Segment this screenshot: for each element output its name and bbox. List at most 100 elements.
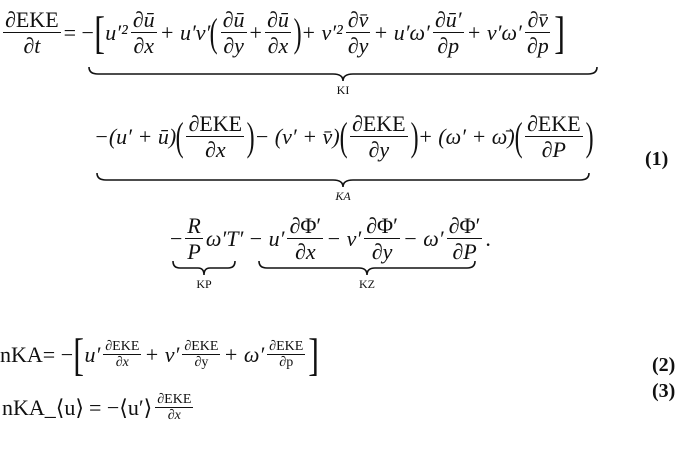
fraction: ∂v̄∂y [345, 7, 371, 59]
numerator: ∂EKE [155, 392, 194, 409]
denominator: ∂y [223, 33, 244, 59]
equation-number-3: (3) [652, 380, 676, 402]
denominator: P [187, 239, 201, 265]
underbrace-ka [96, 172, 590, 188]
equation-3: nKA_⟨u⟩ = −⟨u′⟩ ∂EKE∂x [2, 392, 196, 424]
denominator: ∂y [194, 355, 209, 371]
numerator: ∂EKE [525, 111, 583, 138]
label-kp: KP [196, 277, 212, 291]
fraction: ∂v̄∂p [525, 7, 551, 59]
numerator: R [185, 213, 203, 240]
term: u′² [105, 20, 128, 46]
term: − (v′ + v̄) [254, 124, 340, 150]
denominator: ∂x [204, 137, 226, 163]
left-paren: ( [514, 114, 523, 160]
underbrace-ki [88, 66, 598, 82]
numerator: ∂EKE [3, 7, 61, 34]
denominator: ∂P [452, 239, 477, 265]
equation-number-1: (1) [645, 148, 669, 170]
fraction: ∂Φ′∂y [364, 213, 400, 265]
underbrace-kp [172, 260, 236, 276]
fraction: ∂ū∂x [130, 7, 157, 59]
denominator: ∂x [167, 408, 181, 424]
left-paren: ( [175, 114, 184, 160]
lhs: nKA_⟨u⟩ [2, 395, 84, 421]
equals-minus: = − [63, 20, 94, 46]
denominator: ∂t [23, 33, 41, 59]
equals-minus: = − [42, 342, 74, 367]
right-paren: ) [410, 114, 419, 160]
term: + v′² [301, 20, 343, 46]
equation-number-2: (2) [652, 354, 676, 376]
lhs: nKA [0, 342, 43, 367]
label-ka: KA [335, 189, 351, 203]
term: − v′ [326, 226, 362, 252]
denominator: ∂y [368, 137, 390, 163]
numerator: ∂EKE [349, 111, 408, 138]
numerator: ∂ū [130, 7, 157, 34]
left-bracket: [ [94, 7, 105, 59]
fraction: ∂ū∂y [220, 7, 247, 59]
denominator: ∂x [267, 33, 289, 59]
denominator: ∂x [295, 239, 316, 265]
denominator: ∂p [526, 33, 549, 59]
denominator: ∂p [279, 355, 294, 371]
denominator: ∂x [133, 33, 154, 59]
right-paren: ) [246, 114, 255, 160]
term: −(u′ + ū) [94, 124, 177, 150]
numerator: ∂Φ′ [446, 213, 483, 240]
term: + v′ [144, 342, 180, 367]
numerator: ∂ū′ [432, 7, 464, 34]
term: + ω′ [223, 342, 265, 367]
fraction: ∂EKE∂x [186, 111, 245, 163]
term: − u′ [248, 226, 285, 252]
term: u′ [84, 342, 101, 367]
term: + u′ω′ [373, 20, 430, 46]
fraction: ∂EKE∂y [349, 111, 408, 163]
fraction: ∂Φ′∂P [446, 213, 483, 265]
fraction: ∂EKE∂P [525, 111, 583, 163]
term: + v′ω′ [466, 20, 522, 46]
fraction: ∂ū′∂p [432, 7, 464, 59]
right-paren: ) [293, 10, 302, 56]
term: ω′T′ [205, 226, 244, 252]
label-ki: KI [336, 83, 350, 97]
equation-1-line-1: ∂EKE∂t = − [ u′² ∂ū∂x + u′v′ ( ∂ū∂y + ∂ū… [0, 7, 565, 59]
numerator: ∂EKE [267, 338, 306, 356]
fraction: ∂EKE∂x [103, 338, 142, 371]
denominator: ∂P [541, 137, 566, 163]
numerator: ∂EKE [103, 338, 142, 356]
equation-1-line-2: −(u′ + ū) ( ∂EKE∂x ) − (v′ + v̄) ( ∂EKE∂… [94, 111, 594, 163]
minus: − [170, 226, 183, 252]
equation-2: nKA = − [ u′ ∂EKE∂x + v′ ∂EKE∂y + ω′ ∂EK… [0, 332, 320, 378]
fraction-lhs: ∂EKE∂t [3, 7, 61, 59]
numerator: ∂v̄ [345, 7, 371, 34]
fraction: ∂ū∂x [264, 7, 291, 59]
fraction: ∂EKE∂p [267, 338, 306, 371]
numerator: ∂v̄ [525, 7, 551, 34]
fraction: ∂EKE∂x [155, 392, 194, 424]
term: + u′v′ [159, 20, 211, 46]
right-paren: ) [585, 114, 594, 160]
denominator: ∂y [347, 33, 369, 59]
numerator: ∂ū [220, 7, 247, 34]
numerator: ∂Φ′ [364, 213, 400, 240]
numerator: ∂EKE [186, 111, 245, 138]
left-paren: ( [210, 10, 219, 56]
denominator: ∂p [437, 33, 460, 59]
period: . [485, 226, 491, 252]
denominator: ∂y [371, 239, 393, 265]
denominator: ∂x [115, 355, 129, 371]
right-bracket: ] [554, 7, 565, 59]
left-paren: ( [339, 114, 348, 160]
label-kz: KZ [359, 277, 375, 291]
underbrace-kz [258, 260, 476, 276]
term: − ω′ [402, 226, 444, 252]
left-bracket: [ [73, 329, 85, 380]
equals-term: = −⟨u′⟩ [88, 395, 153, 421]
fraction: ∂Φ′∂x [287, 213, 324, 265]
term: + (ω′ + ω̄) [417, 124, 515, 150]
numerator: ∂EKE [182, 338, 221, 356]
